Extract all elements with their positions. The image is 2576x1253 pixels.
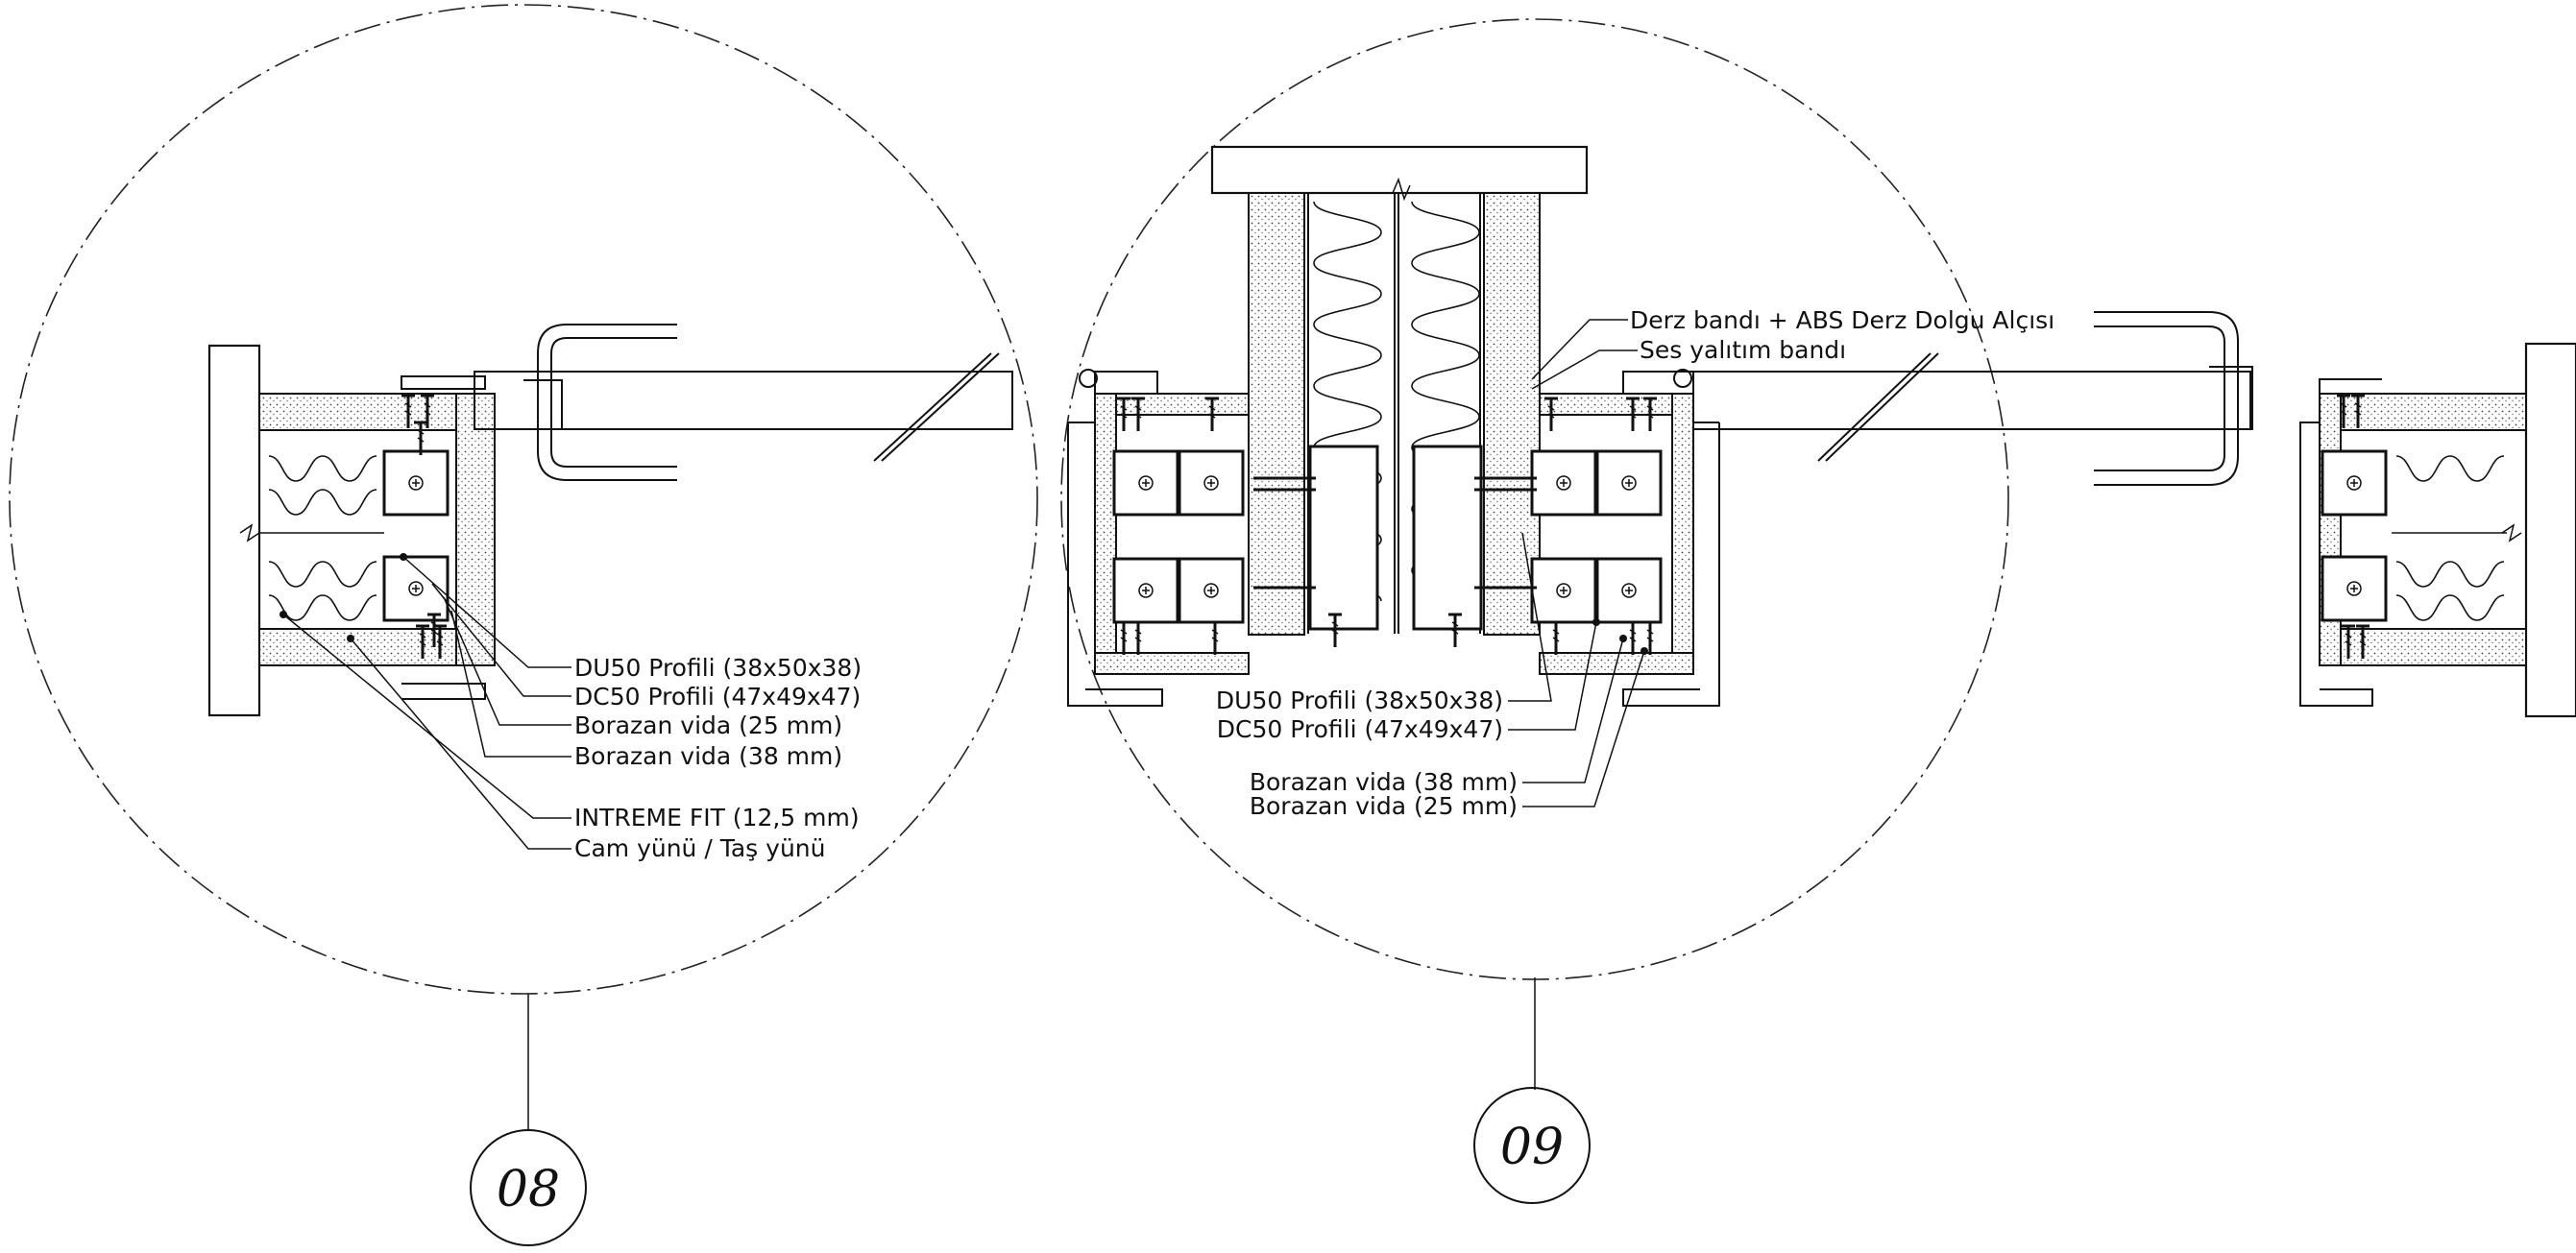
detail-08-label-wool: Cam yünü / Taş yünü bbox=[574, 834, 825, 862]
detail-09-pocket-right-side bbox=[1671, 393, 1694, 675]
detail-09-number: 09 bbox=[1500, 1119, 1564, 1176]
detail-08-label-du50: DU50 Profili (38x50x38) bbox=[574, 654, 862, 682]
detail-08-leaders bbox=[279, 553, 571, 850]
detail-09-board-right bbox=[1483, 192, 1541, 636]
detail-08-handle bbox=[523, 324, 677, 481]
detail-08-frame-bottom bbox=[401, 683, 486, 700]
detail-09-label-acoustic-tape: Ses yalıtım bandı bbox=[1640, 336, 1846, 364]
detail-08-wall-end bbox=[207, 344, 261, 717]
detail-09: Derz bandı + ABS Derz Dolgu Alçısı Ses y… bbox=[1060, 18, 2253, 1204]
detail-09-pocket-right-top bbox=[1539, 393, 1694, 416]
detail-09-leaders-top bbox=[1531, 319, 1638, 390]
detail-09-label-screw-38: Borazan vida (38 mm) bbox=[1250, 768, 1518, 796]
detail-08-stud-lower bbox=[382, 555, 450, 622]
detail-09-frame-left-bottom bbox=[1067, 422, 1163, 707]
detail-09-leaders-bottom bbox=[1508, 532, 1648, 807]
detail-09-label-dc50: DC50 Profili (47x49x47) bbox=[1217, 715, 1503, 743]
detail-09-label-du50: DU50 Profili (38x50x38) bbox=[1216, 687, 1503, 714]
detail-09-board-left bbox=[1248, 192, 1305, 636]
detail-09-frame-right-bottom bbox=[1622, 422, 1720, 707]
detail-08-label-dc50: DC50 Profili (47x49x47) bbox=[574, 683, 861, 711]
partial-detail-right bbox=[2299, 342, 2576, 718]
detail-08-insulation bbox=[239, 455, 384, 621]
detail-08-board-side bbox=[455, 393, 496, 666]
detail-09-pocket-left-side bbox=[1094, 393, 1117, 675]
detail-09-screws bbox=[1115, 397, 1659, 657]
detail-09-pocket-left-top bbox=[1094, 393, 1250, 416]
detail-08-label-screw-38: Borazan vida (38 mm) bbox=[574, 742, 842, 770]
detail-09-label-joint: Derz bandı + ABS Derz Dolgu Alçısı bbox=[1630, 306, 2054, 334]
detail-09-handle bbox=[2094, 311, 2253, 486]
detail-08-boundary bbox=[9, 4, 1038, 995]
detail-08-stud-upper bbox=[382, 449, 450, 517]
detail-09-pocket-left-bottom bbox=[1094, 652, 1250, 675]
detail-08-label-screw-25: Borazan vida (25 mm) bbox=[574, 711, 842, 739]
detail-09-label-screw-25: Borazan vida (25 mm) bbox=[1250, 792, 1518, 820]
detail-08-door-leaf bbox=[474, 371, 1013, 430]
detail-09-door-leaf bbox=[1692, 371, 2251, 430]
detail-08-frame-top bbox=[401, 375, 486, 390]
detail-08: DU50 Profili (38x50x38) DC50 Profili (47… bbox=[9, 4, 1038, 1246]
detail-09-wall-cap bbox=[1210, 145, 1589, 195]
detail-09-tag bbox=[1473, 1087, 1591, 1204]
detail-08-tag bbox=[470, 1129, 587, 1246]
detail-08-label-board: INTREME FIT (12,5 mm) bbox=[574, 804, 860, 831]
detail-08-number: 08 bbox=[497, 1161, 560, 1218]
